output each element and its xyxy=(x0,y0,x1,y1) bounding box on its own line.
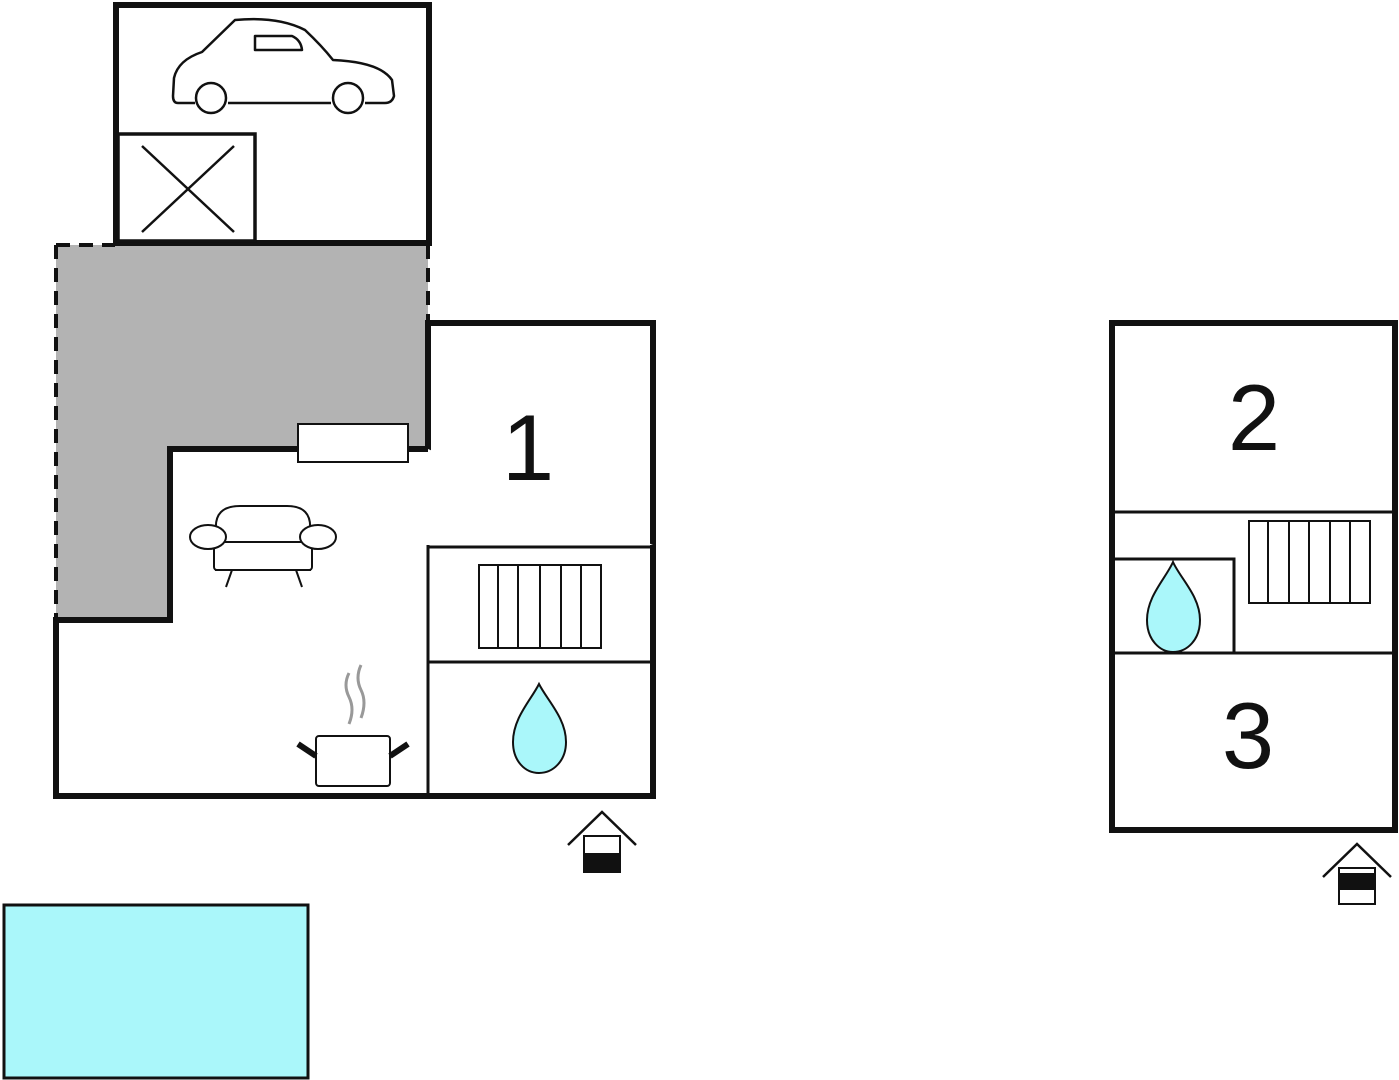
car-icon xyxy=(171,17,396,115)
room-label-2: 2 xyxy=(1228,365,1280,470)
entrance-icon xyxy=(567,810,637,873)
stairs-icon xyxy=(478,564,602,649)
water-drop-icon xyxy=(511,681,568,775)
window xyxy=(297,423,409,463)
storage-cross-icon xyxy=(141,145,235,233)
room-label-1: 1 xyxy=(502,395,554,500)
cooking-pot-icon xyxy=(296,664,410,787)
sofa-icon xyxy=(189,505,337,588)
entrance-icon xyxy=(1322,842,1392,905)
ground-floor: 1 xyxy=(53,2,656,873)
swimming-pool xyxy=(2,903,310,1080)
upper-floor-outline xyxy=(1109,320,1398,833)
terrace xyxy=(56,245,428,620)
room-label-3: 3 xyxy=(1222,683,1274,788)
upper-bathroom xyxy=(1115,557,1236,653)
water-drop-icon xyxy=(1145,559,1202,654)
stairs-icon xyxy=(1248,520,1371,604)
upper-floor: 2 3 xyxy=(1109,320,1398,905)
